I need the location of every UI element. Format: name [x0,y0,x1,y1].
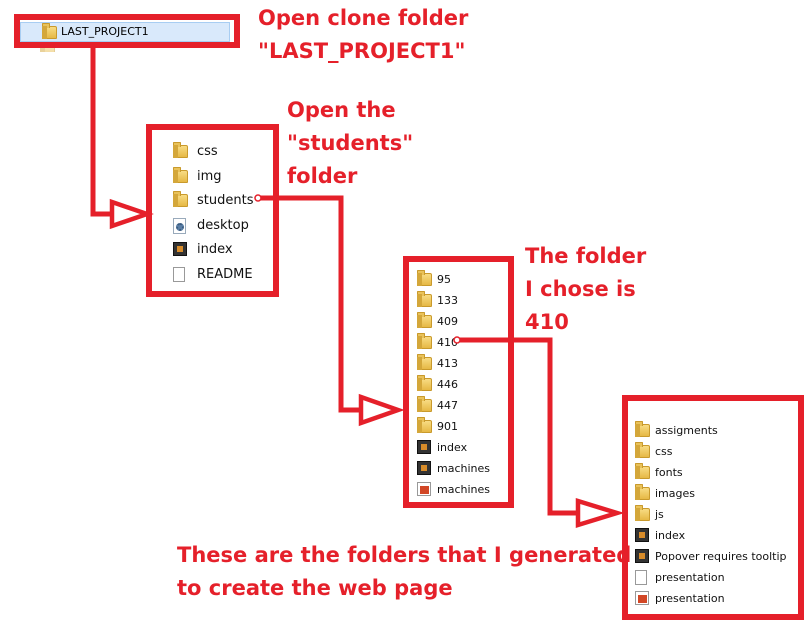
list-item[interactable]: index [635,526,795,547]
list-item[interactable]: index [173,239,263,264]
annotation-folder-chosen: The folder I chose is 410 [525,244,647,334]
connector-dot-2 [453,336,461,344]
folder-icon [635,463,650,479]
arrowhead-1 [109,198,154,230]
blank-file-icon [635,570,647,585]
folder-icon [417,417,432,433]
list-item-410[interactable]: 410 [417,333,497,354]
highlight-box-4 [622,395,804,620]
ppt-file-icon [417,482,431,496]
arrowhead-3 [575,497,625,529]
folder-listing-410: assigments css fonts images js index Pop… [635,421,795,610]
html-file-icon [635,528,649,542]
list-item[interactable]: js [635,505,795,526]
list-item-students[interactable]: students [173,190,263,215]
connector-1 [90,46,112,217]
folder-icon [40,44,55,52]
highlight-box-1 [14,14,240,48]
list-item[interactable]: index [417,438,497,459]
folder-icon [417,312,432,328]
partial-row [40,44,210,52]
last-project1-row[interactable]: LAST_PROJECT1 [20,22,230,42]
list-item[interactable]: 901 [417,417,497,438]
connector-3 [458,337,578,516]
folder-icon [635,421,650,437]
ppt-file-icon [635,591,649,605]
list-item[interactable]: Popover requires tooltip [635,547,795,568]
list-item[interactable]: img [173,166,263,191]
list-item[interactable]: 409 [417,312,497,333]
html-file-icon [417,461,431,475]
blank-file-icon [173,266,185,282]
folder-icon [173,166,188,183]
html-file-icon [417,440,431,454]
folder-icon [417,291,432,307]
list-item[interactable]: 447 [417,396,497,417]
list-item[interactable]: presentation [635,568,795,589]
list-item[interactable]: desktop [173,215,263,240]
folder-icon [635,505,650,521]
html-file-icon [173,242,187,257]
list-item[interactable]: 133 [417,291,497,312]
list-item[interactable]: 413 [417,354,497,375]
settings-file-icon [173,217,188,234]
list-item[interactable]: css [635,442,795,463]
highlight-box-2 [146,124,279,297]
folder-icon [417,375,432,391]
folder-listing-root: css img students desktop index README [173,141,263,289]
list-item[interactable]: css [173,141,263,166]
folder-label: LAST_PROJECT1 [61,25,149,38]
connector-dot-1 [254,194,262,202]
folder-icon [417,396,432,412]
arrowhead-2 [358,393,405,427]
folder-icon [42,23,57,39]
folder-icon [635,442,650,458]
folder-icon [417,270,432,286]
list-item[interactable]: assigments [635,421,795,442]
folder-icon [417,354,432,370]
annotation-generated-folders: These are the folders that I generated t… [177,543,632,600]
list-item[interactable]: machines [417,459,497,480]
annotation-open-clone: Open clone folder "LAST_PROJECT1" [258,6,469,63]
folder-icon [173,142,188,158]
folder-icon [173,191,188,208]
folder-icon [417,333,432,349]
folder-listing-students: 95 133 409 410 413 446 447 901 index mac… [417,270,497,501]
list-item[interactable]: 95 [417,270,497,291]
list-item[interactable]: presentation [635,589,795,610]
highlight-box-3 [403,256,514,508]
list-item[interactable]: fonts [635,463,795,484]
list-item[interactable]: images [635,484,795,505]
annotation-open-students: Open the "students" folder [287,98,414,188]
list-item[interactable]: README [173,264,263,289]
connector-2 [258,195,361,413]
list-item[interactable]: machines [417,480,497,501]
html-file-icon [635,549,649,563]
list-item[interactable]: 446 [417,375,497,396]
folder-icon [635,484,650,500]
